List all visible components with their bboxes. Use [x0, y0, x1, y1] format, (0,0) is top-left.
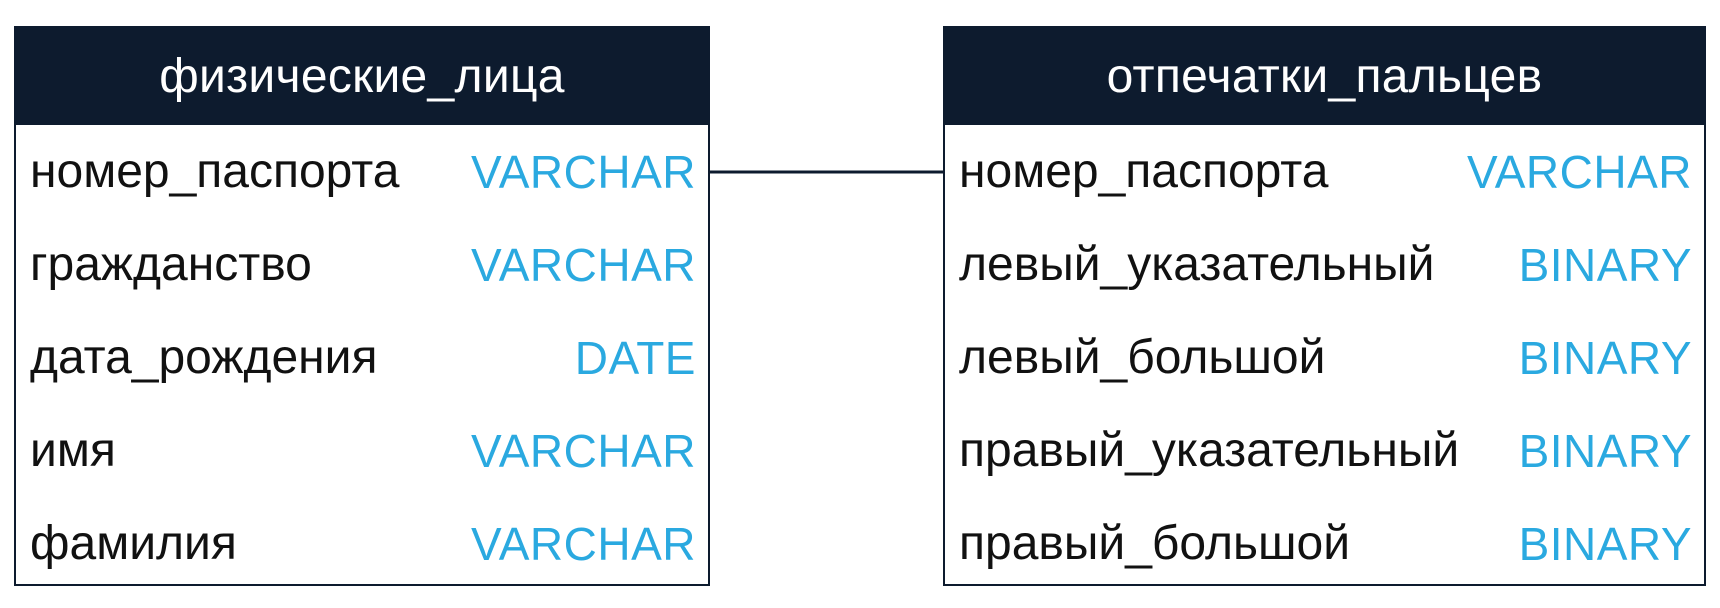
field-type: VARCHAR: [1466, 145, 1692, 198]
entity-table-individuals[interactable]: физические_лица номер_паспорта VARCHAR г…: [14, 26, 710, 586]
table-title: отпечатки_пальцев: [945, 28, 1704, 125]
entity-table-fingerprints[interactable]: отпечатки_пальцев номер_паспорта VARCHAR…: [943, 26, 1706, 586]
field-type: VARCHAR: [470, 145, 696, 198]
field-name: правый_большой: [959, 517, 1351, 570]
field-type: VARCHAR: [470, 517, 696, 570]
field-name: имя: [30, 424, 116, 477]
table-row[interactable]: дата_рождения DATE: [16, 311, 708, 404]
table-row[interactable]: левый_указательный BINARY: [945, 218, 1704, 311]
field-name: номер_паспорта: [959, 145, 1329, 198]
table-row[interactable]: правый_указательный BINARY: [945, 404, 1704, 497]
field-type: BINARY: [1518, 517, 1692, 570]
field-name: дата_рождения: [30, 331, 378, 384]
field-name: номер_паспорта: [30, 145, 400, 198]
table-row[interactable]: имя VARCHAR: [16, 404, 708, 497]
field-type: BINARY: [1518, 238, 1692, 291]
table-row[interactable]: номер_паспорта VARCHAR: [945, 125, 1704, 218]
table-row[interactable]: фамилия VARCHAR: [16, 497, 708, 590]
table-title: физические_лица: [16, 28, 708, 125]
field-name: левый_большой: [959, 331, 1326, 384]
field-name: гражданство: [30, 238, 312, 291]
table-row[interactable]: номер_паспорта VARCHAR: [16, 125, 708, 218]
field-type: DATE: [574, 331, 696, 384]
field-type: VARCHAR: [470, 424, 696, 477]
field-type: VARCHAR: [470, 238, 696, 291]
table-row[interactable]: левый_большой BINARY: [945, 311, 1704, 404]
field-name: левый_указательный: [959, 238, 1435, 291]
field-name: фамилия: [30, 517, 237, 570]
table-row[interactable]: правый_большой BINARY: [945, 497, 1704, 590]
field-type: BINARY: [1518, 424, 1692, 477]
field-name: правый_указательный: [959, 424, 1460, 477]
table-row[interactable]: гражданство VARCHAR: [16, 218, 708, 311]
field-type: BINARY: [1518, 331, 1692, 384]
